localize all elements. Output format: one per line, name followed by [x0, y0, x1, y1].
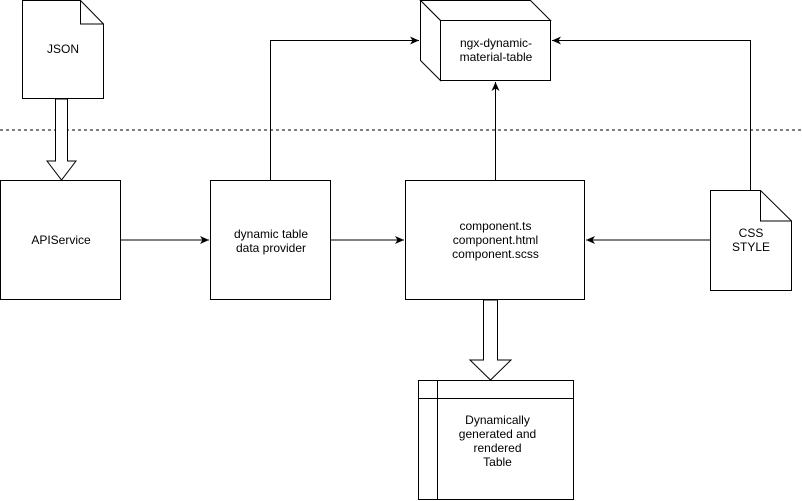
- rendered-table-label: Dynamically generated and rendered Table: [458, 413, 537, 469]
- css-document-shape: [710, 190, 792, 291]
- css-document-fold: [760, 190, 792, 222]
- json-document-shape: [22, 0, 104, 99]
- apiservice-label: APIService: [31, 233, 91, 247]
- rendered-table-box: [418, 380, 574, 500]
- json-to-apiservice-arrow: [45, 98, 78, 181]
- json-label: JSON: [46, 42, 79, 56]
- css-style-label: CSS STYLE: [731, 226, 770, 254]
- json-document-fold: [80, 0, 104, 25]
- provider-to-ngx-arrow: [270, 36, 419, 180]
- ngx-cube-top: [419, 0, 552, 21]
- component-to-table-arrow: [468, 299, 513, 381]
- css-to-ngx-arrow: [552, 36, 751, 190]
- ngx-cube-front: [440, 20, 551, 81]
- component-label: component.ts component.html component.sc…: [452, 219, 539, 261]
- apiservice-box: [0, 180, 121, 300]
- data-provider-box: [210, 180, 331, 300]
- data-provider-label: dynamic table data provider: [233, 227, 309, 255]
- component-box: [405, 180, 585, 300]
- ngx-table-label: ngx-dynamic- material-table: [459, 36, 533, 64]
